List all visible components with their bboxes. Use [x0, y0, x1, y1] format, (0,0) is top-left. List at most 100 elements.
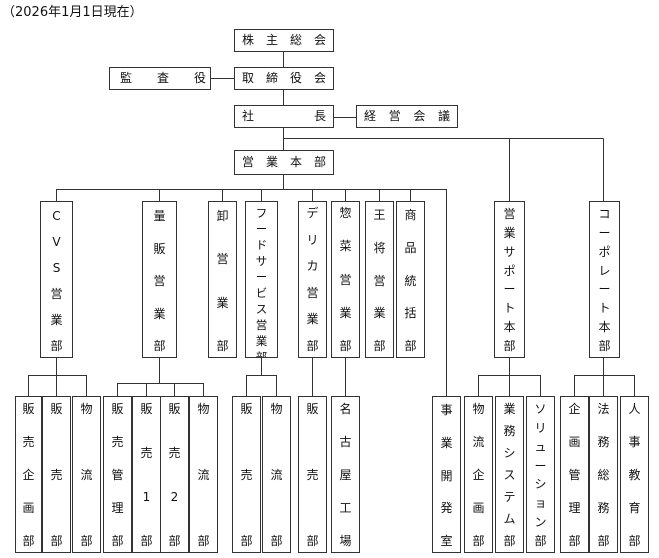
label-char: 部	[50, 339, 63, 353]
label-char: 2	[170, 490, 179, 504]
label-char: 業	[265, 155, 278, 169]
label-char: 監	[120, 71, 133, 85]
label-char: 部	[153, 339, 166, 353]
label-char: 売	[140, 446, 153, 460]
label-char: 企	[22, 468, 35, 482]
label-char: テ	[503, 490, 516, 504]
label-char: 営	[503, 207, 516, 221]
label-char: 企	[568, 402, 581, 416]
label-char: 販	[168, 402, 181, 416]
planning-management-box: 企画管理部	[560, 396, 589, 553]
label-char: 部	[503, 338, 516, 353]
label-char: 部	[472, 534, 485, 548]
label-char: 理	[111, 501, 124, 515]
label-char: 役	[193, 71, 206, 85]
label-char: 統	[404, 273, 417, 288]
ohsho-sales-dept-box: 王将営業部	[365, 201, 394, 358]
label-char: 教	[628, 468, 641, 482]
executive-council-box: 経営会議	[356, 105, 458, 128]
solutions-box: ソリューション部	[526, 396, 555, 553]
label-char: 品	[404, 240, 417, 255]
foodservice-logistics-box: 物流部	[262, 396, 291, 553]
delica-sales-section-box: 販売部	[298, 396, 327, 553]
foodservice-sales-dept-box: フードサービス営業部	[245, 201, 278, 358]
label-char: 部	[270, 534, 283, 548]
mass-logistics-box: 物流部	[189, 396, 218, 553]
label-char: 王	[373, 208, 386, 222]
label-char: 流	[270, 468, 283, 482]
label-char: 室	[440, 534, 453, 548]
label-char: 本	[289, 155, 302, 169]
label-char: 流	[80, 468, 93, 482]
label-char: 営	[388, 109, 401, 123]
label-char: 販	[153, 241, 166, 256]
president-box: 社長	[234, 105, 334, 128]
mass-retail-sales-dept-box: 量販営業部	[142, 201, 177, 358]
label-char: ビ	[255, 286, 268, 300]
label-char: 売	[111, 435, 124, 449]
label-char: 流	[472, 435, 485, 449]
label-char: 部	[598, 338, 611, 353]
label-char: 物	[197, 402, 210, 416]
connector-mass-children	[117, 358, 204, 396]
label-char: 売	[22, 435, 35, 449]
label-char: 部	[240, 534, 253, 548]
label-char: 総	[289, 33, 302, 47]
label-char: カ	[306, 259, 319, 274]
label-char: 業	[306, 312, 319, 327]
cvs-logistics-box: 物流部	[72, 396, 101, 553]
label-char: 査	[156, 71, 169, 85]
connector-corporate-children	[574, 358, 635, 396]
label-char: 部	[597, 534, 610, 548]
label-char: 業	[440, 435, 453, 450]
label-char: 括	[404, 306, 417, 321]
label-char: 株	[242, 33, 255, 47]
label-char: 務	[597, 435, 610, 449]
label-char: 商	[404, 208, 417, 222]
label-char: 部	[168, 534, 181, 548]
label-char: V	[52, 235, 61, 249]
label-char: 部	[197, 534, 210, 548]
mass-sales-management-box: 販売管理部	[103, 396, 132, 553]
logistics-planning-box: 物流企画部	[464, 396, 493, 553]
label-char: 業	[50, 313, 63, 327]
label-char: 議	[437, 109, 450, 123]
label-char: 売	[306, 468, 319, 482]
label-char: 営	[373, 273, 386, 288]
label-char: シ	[534, 477, 547, 492]
label-char: 部	[50, 534, 63, 548]
label-char: ポ	[598, 244, 611, 259]
label-char: 管	[568, 468, 581, 482]
label-char: ン	[534, 515, 547, 530]
label-char: 開	[440, 468, 453, 483]
label-char: 部	[404, 339, 417, 353]
label-char: 発	[440, 501, 453, 516]
label-char: 営	[216, 252, 229, 267]
label-char: 画	[568, 435, 581, 449]
label-char: 取	[242, 71, 255, 85]
label-char: ー	[503, 282, 516, 297]
label-char: 売	[240, 468, 253, 482]
cvs-sales-planning-box: 販売企画部	[15, 396, 42, 553]
label-char: 事	[440, 403, 453, 417]
label-char: 営	[255, 318, 268, 332]
label-char: 惣	[339, 206, 352, 220]
label-char: ョ	[534, 496, 547, 511]
label-char: 経	[364, 109, 377, 123]
sales-support-hq-box: 営業サポート本部	[494, 201, 525, 358]
label-char: 1	[142, 490, 151, 504]
label-char: 物	[472, 402, 485, 416]
label-char: ー	[598, 225, 611, 240]
product-management-dept-box: 商品統括部	[396, 201, 425, 358]
label-char: 流	[197, 468, 210, 482]
auditor-box: 監査役	[109, 67, 211, 90]
connector-cvs-children	[28, 358, 87, 396]
label-char: 部	[216, 338, 229, 353]
label-char: 業	[503, 225, 516, 240]
label-char: 管	[111, 468, 124, 482]
label-char: 販	[306, 402, 319, 416]
label-char: 営	[50, 287, 63, 301]
label-char: 営	[339, 272, 352, 287]
